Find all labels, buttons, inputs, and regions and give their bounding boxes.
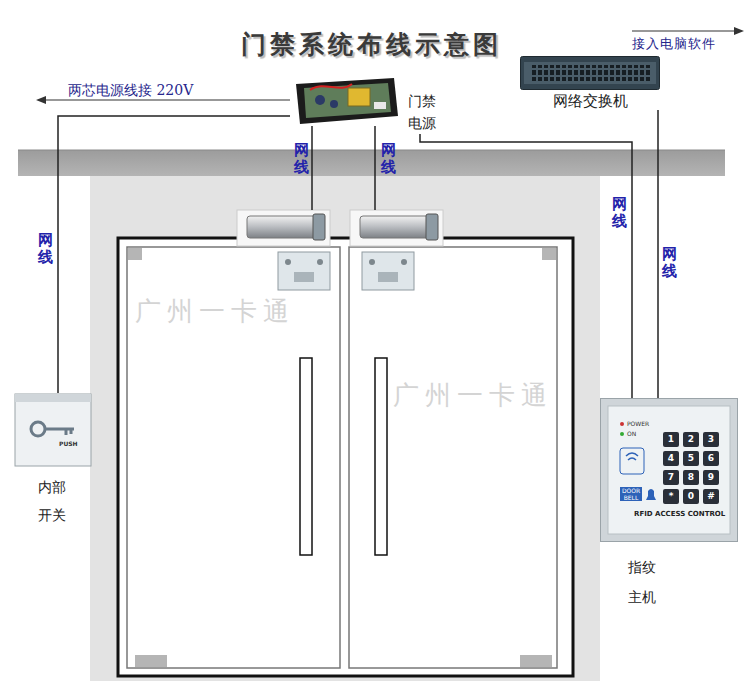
button-plate bbox=[15, 394, 91, 466]
switch-case bbox=[521, 57, 660, 90]
device-name: 指纹 主机 bbox=[628, 552, 657, 612]
capacitor bbox=[315, 95, 325, 105]
lock-cap bbox=[426, 214, 438, 240]
switch-icon bbox=[520, 56, 660, 90]
key-digit: 6 bbox=[703, 451, 719, 466]
brand-print: RFID ACCESS CONTROL bbox=[634, 510, 725, 518]
power-note: 两芯电源线接 220V bbox=[68, 82, 193, 98]
keypad-panel bbox=[608, 406, 730, 534]
cable-line bbox=[657, 110, 659, 398]
button-print: PUSH bbox=[59, 440, 78, 447]
watermark: 广州一卡通 bbox=[135, 296, 295, 326]
wall bbox=[90, 176, 600, 681]
floor-spring bbox=[520, 655, 552, 667]
door-handle bbox=[300, 358, 312, 555]
arrow-head bbox=[734, 27, 744, 35]
exit-button-icon bbox=[14, 393, 92, 467]
pc-note: 接入电脑软件 bbox=[632, 36, 716, 51]
door-handle bbox=[375, 358, 387, 555]
rfid-icon bbox=[620, 448, 644, 474]
key-digit: 8 bbox=[683, 470, 699, 485]
lock-plate bbox=[278, 252, 330, 290]
power-supply-icon bbox=[290, 76, 400, 126]
lock-body bbox=[360, 216, 430, 238]
led-label: ON bbox=[627, 430, 636, 437]
key-digit: 1 bbox=[663, 432, 679, 447]
capacitor bbox=[330, 100, 338, 108]
key-digit: 5 bbox=[683, 451, 699, 466]
key-digit: * bbox=[663, 489, 679, 504]
door-frame bbox=[118, 238, 573, 676]
key-digit: 3 bbox=[703, 432, 719, 447]
transformer bbox=[348, 88, 370, 106]
psu-case bbox=[296, 78, 398, 124]
cable-label: 网线 bbox=[662, 246, 677, 279]
screw-hole bbox=[285, 259, 291, 265]
device-node: 门禁 电源 bbox=[290, 76, 437, 134]
pc-arrow-line bbox=[632, 30, 736, 31]
plate-slot bbox=[294, 272, 314, 282]
door-leaf bbox=[349, 247, 557, 668]
door-leaf bbox=[127, 247, 340, 668]
key-digit: 7 bbox=[663, 470, 679, 485]
psu-board bbox=[304, 83, 391, 118]
bell-box bbox=[620, 487, 642, 501]
key-digit: 0 bbox=[683, 489, 699, 504]
lock-body bbox=[247, 216, 317, 238]
key-icon bbox=[45, 429, 74, 435]
device-node: 指纹 主机 bbox=[600, 398, 738, 612]
device-name: 网络交换机 bbox=[553, 92, 628, 110]
lock-plate bbox=[362, 252, 414, 290]
lock-mount bbox=[350, 210, 443, 246]
bell-icon bbox=[646, 489, 656, 500]
ceiling-beam bbox=[18, 150, 725, 176]
plate-slot bbox=[378, 272, 398, 282]
key-digit: 2 bbox=[683, 432, 699, 447]
floor-spring bbox=[135, 655, 167, 667]
arrow-head bbox=[36, 96, 46, 104]
rfid-waves bbox=[626, 453, 638, 460]
key-icon bbox=[31, 422, 45, 436]
watermark: 广州一卡通 bbox=[393, 380, 553, 410]
screw-hole bbox=[369, 259, 375, 265]
device-node: 内部 开关 bbox=[14, 393, 92, 529]
plate-band bbox=[15, 394, 91, 402]
cable-label: 网线 bbox=[381, 142, 396, 175]
cable-label: 网线 bbox=[38, 232, 53, 265]
screw-hole bbox=[317, 259, 323, 265]
key-digit: # bbox=[703, 489, 719, 504]
keypad-frame bbox=[601, 399, 738, 542]
keypad-icon bbox=[600, 398, 738, 542]
key-digit: 4 bbox=[663, 451, 679, 466]
lock-mount bbox=[237, 210, 330, 246]
key-grid bbox=[663, 432, 719, 504]
bell-label: DOOR BELL bbox=[620, 487, 642, 501]
switch-face bbox=[524, 62, 656, 84]
device-name: 内部 开关 bbox=[38, 473, 67, 529]
lock-cable bbox=[374, 126, 376, 210]
red-wire bbox=[310, 84, 352, 90]
power-arrow-line bbox=[44, 99, 290, 100]
lock-cap bbox=[313, 214, 325, 240]
screw-hole bbox=[401, 259, 407, 265]
led bbox=[620, 432, 624, 436]
device-name: 门禁 电源 bbox=[408, 90, 437, 134]
cable-line bbox=[58, 116, 290, 393]
hinge bbox=[128, 248, 142, 260]
switch-ports bbox=[530, 65, 650, 81]
cable-label: 网线 bbox=[294, 142, 309, 175]
lock-cable bbox=[311, 126, 313, 210]
key-digit: 9 bbox=[703, 470, 719, 485]
beam-edge bbox=[18, 150, 725, 151]
terminal-block bbox=[374, 102, 386, 109]
device-node: 网络交换机 bbox=[520, 56, 660, 110]
cable-line bbox=[420, 134, 632, 398]
hinge bbox=[542, 248, 556, 260]
led-label: POWER bbox=[627, 420, 649, 427]
cable-label: 网线 bbox=[612, 196, 627, 229]
led bbox=[620, 422, 624, 426]
